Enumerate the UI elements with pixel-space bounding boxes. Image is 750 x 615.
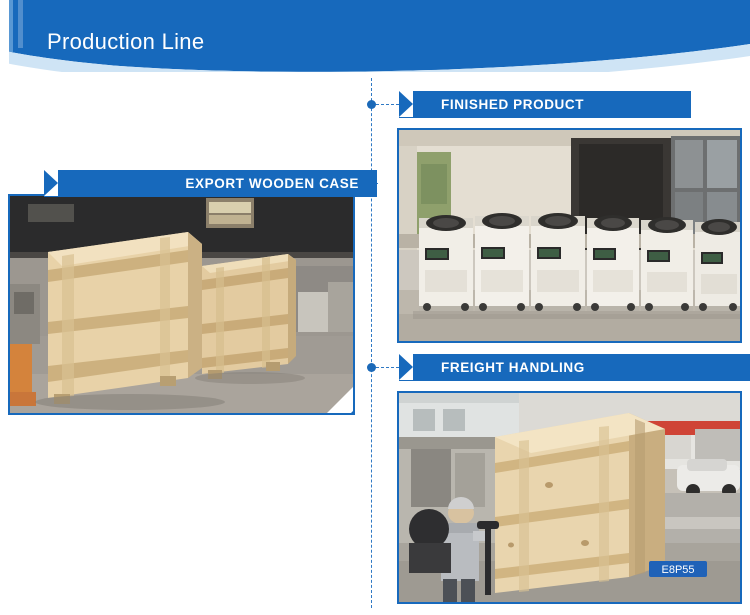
header-background	[0, 0, 750, 72]
connector-dot-finished-product	[367, 100, 376, 109]
photo-export-wooden-case	[8, 194, 355, 415]
connector-dot-freight-handling	[367, 363, 376, 372]
photo-freight-handling: E8P55	[397, 391, 742, 604]
label-finished-product: FINISHED PRODUCT	[399, 91, 691, 118]
svg-text:E8P55: E8P55	[661, 564, 694, 576]
photo-finished-product	[397, 128, 742, 343]
photo-corner-fold-decoration	[327, 387, 353, 413]
photo-export-wooden-case-image	[10, 196, 353, 413]
ribbon-notch-icon	[44, 170, 58, 196]
page-title: Production Line	[47, 29, 205, 54]
label-export-wooden-case-text: EXPORT WOODEN CASE	[185, 176, 359, 191]
ribbon-notch-icon	[399, 354, 413, 380]
ribbon-notch-icon	[399, 91, 413, 117]
connector-line-freight-handling	[371, 367, 399, 368]
page-header: Production Line	[0, 0, 750, 72]
photo-finished-product-image	[399, 130, 740, 341]
label-freight-handling-text: FREIGHT HANDLING	[441, 360, 585, 375]
connector-vertical-dashed-line	[371, 78, 372, 608]
label-export-wooden-case: EXPORT WOODEN CASE	[44, 170, 377, 197]
connector-line-finished-product	[371, 104, 399, 105]
label-finished-product-text: FINISHED PRODUCT	[441, 97, 585, 112]
photo-freight-handling-image: E8P55	[399, 393, 740, 602]
label-freight-handling: FREIGHT HANDLING	[399, 354, 750, 381]
